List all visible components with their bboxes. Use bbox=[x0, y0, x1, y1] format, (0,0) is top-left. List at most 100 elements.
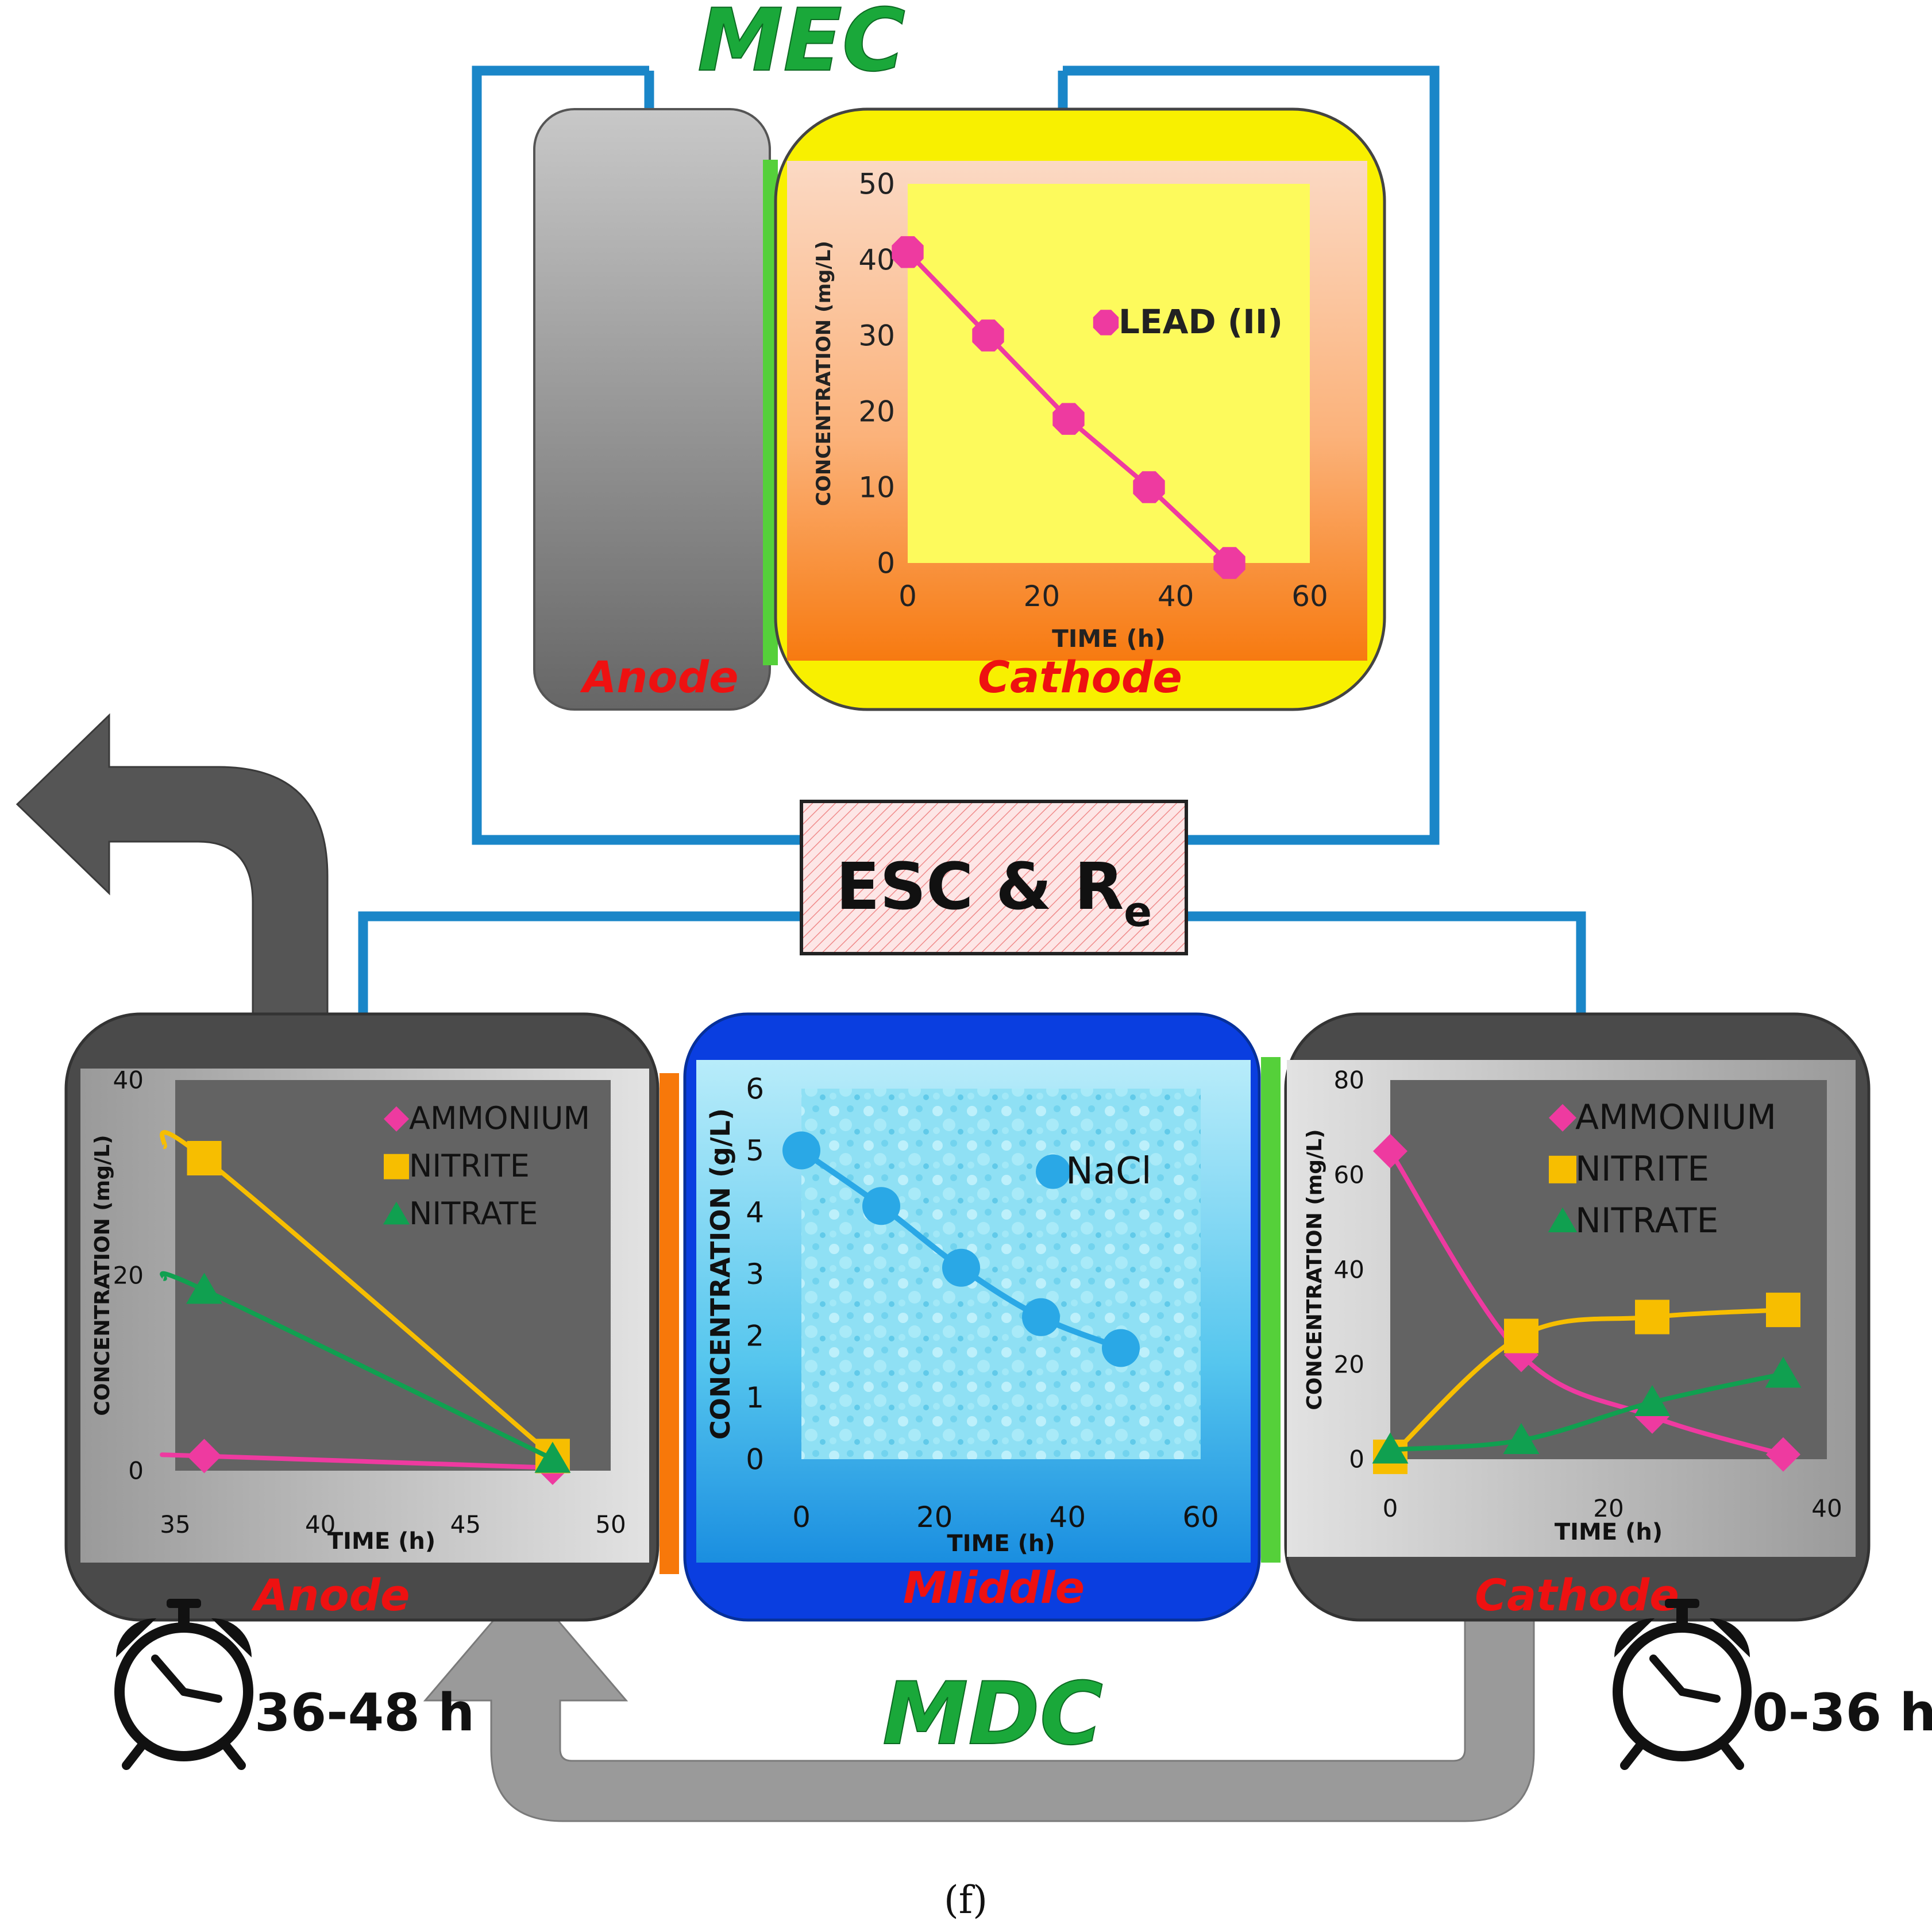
data-point-nacl bbox=[1022, 1298, 1060, 1336]
mec-title: MEC bbox=[697, 0, 905, 91]
esc-label-subscript: e bbox=[1124, 888, 1152, 936]
y-tick-label: 2 bbox=[746, 1320, 764, 1353]
data-point-nacl bbox=[782, 1131, 820, 1170]
y-tick-label: 0 bbox=[1349, 1445, 1364, 1474]
data-point-nitrate bbox=[534, 1441, 571, 1473]
mec-wire-right bbox=[1063, 65, 1440, 845]
recirculation-arrow bbox=[423, 1581, 1535, 1822]
y-axis-label: CONCENTRATION (g/L) bbox=[705, 1108, 736, 1440]
y-tick-label: 60 bbox=[1334, 1161, 1364, 1189]
x-tick-label: 20 bbox=[916, 1501, 953, 1534]
figure-caption: (f) bbox=[944, 1878, 988, 1922]
data-point-nitrite bbox=[1504, 1318, 1538, 1353]
legend-marker bbox=[1036, 1154, 1070, 1189]
data-point-nacl bbox=[942, 1248, 980, 1287]
exit-arrow bbox=[16, 713, 329, 1018]
legend-label: NaCl bbox=[1066, 1150, 1152, 1193]
data-point-nitrite bbox=[1635, 1299, 1669, 1335]
legend-label: NITRATE bbox=[1575, 1201, 1718, 1241]
x-tick-label: 45 bbox=[450, 1510, 481, 1538]
mec-wire-left bbox=[472, 65, 801, 845]
mdc-anion-membrane bbox=[660, 1073, 679, 1574]
mdc-wire-left bbox=[358, 911, 801, 1014]
data-point-ammonium bbox=[1373, 1133, 1407, 1169]
esc-label-main: ESC & R bbox=[836, 850, 1124, 924]
y-tick-label: 20 bbox=[113, 1262, 144, 1290]
mdc-anode-plot-area bbox=[175, 1080, 611, 1471]
mdc-wire-right bbox=[1186, 911, 1586, 1014]
y-axis-label: CONCENTRATION (mg/L) bbox=[91, 1135, 114, 1416]
mec-anode-chamber bbox=[533, 108, 771, 711]
mec-plot-area bbox=[908, 184, 1310, 563]
data-point-nitrate bbox=[1372, 1432, 1409, 1464]
y-tick-label: 0 bbox=[128, 1457, 144, 1485]
series-line-nitrate bbox=[160, 1271, 554, 1461]
y-tick-label: 20 bbox=[1334, 1351, 1364, 1379]
data-point-ammonium bbox=[187, 1439, 222, 1474]
x-tick-label: 60 bbox=[1182, 1501, 1219, 1534]
series-line-ammonium bbox=[1388, 1150, 1784, 1457]
data-point-nitrate bbox=[1503, 1423, 1540, 1454]
data-point-nitrate bbox=[1765, 1356, 1802, 1388]
timer-left-label: 36-48 h bbox=[254, 1683, 475, 1743]
data-point-nitrite bbox=[1766, 1293, 1800, 1328]
mec-cathode-label: Cathode bbox=[978, 651, 1182, 703]
x-tick-label: 0 bbox=[1383, 1494, 1398, 1522]
legend-marker bbox=[1093, 310, 1119, 336]
data-point-lead-ii- bbox=[1213, 547, 1245, 579]
legend-label: AMMONIUM bbox=[1575, 1097, 1776, 1137]
series-line-nitrite bbox=[160, 1130, 554, 1458]
legend-label: NITRATE bbox=[409, 1196, 538, 1232]
series-line-nitrite bbox=[1389, 1308, 1784, 1459]
mdc-middle-label: MIiddle bbox=[903, 1562, 1085, 1613]
x-tick-label: 0 bbox=[898, 580, 917, 613]
legend-label: NITRITE bbox=[1575, 1149, 1709, 1189]
x-tick-label: 0 bbox=[792, 1501, 811, 1534]
y-tick-label: 0 bbox=[746, 1443, 764, 1476]
mdc-title: MDC bbox=[882, 1664, 1103, 1764]
y-tick-label: 40 bbox=[1334, 1256, 1364, 1284]
legend-label: AMMONIUM bbox=[409, 1100, 590, 1136]
x-tick-label: 60 bbox=[1291, 580, 1328, 613]
y-tick-label: 6 bbox=[746, 1073, 764, 1106]
y-tick-label: 3 bbox=[746, 1258, 764, 1291]
legend-marker bbox=[1549, 1104, 1576, 1132]
legend-marker bbox=[384, 1106, 409, 1132]
y-tick-label: 30 bbox=[858, 319, 895, 353]
alarm-clock-icon bbox=[1613, 1599, 1752, 1770]
data-point-nacl bbox=[862, 1187, 900, 1225]
mdc-anode-label: Anode bbox=[251, 1569, 410, 1621]
y-tick-label: 40 bbox=[858, 244, 895, 277]
esc-box bbox=[800, 800, 1188, 955]
mdc-middle-plot-area bbox=[801, 1089, 1201, 1459]
data-point-nitrate bbox=[1634, 1385, 1671, 1416]
alarm-clock-icon bbox=[114, 1599, 253, 1770]
x-tick-label: 50 bbox=[595, 1510, 626, 1538]
y-tick-label: 10 bbox=[858, 471, 895, 504]
x-axis-label: TIME (h) bbox=[1555, 1519, 1663, 1545]
timer-right-label: 0-36 h bbox=[1752, 1683, 1932, 1743]
mdc-cation-membrane bbox=[1261, 1057, 1281, 1563]
x-tick-label: 20 bbox=[1593, 1494, 1624, 1522]
mdc-cathode-label: Cathode bbox=[1475, 1569, 1679, 1621]
y-tick-label: 20 bbox=[858, 395, 895, 429]
data-point-ammonium bbox=[1766, 1437, 1800, 1472]
y-tick-label: 1 bbox=[746, 1381, 764, 1414]
legend-marker bbox=[383, 1201, 410, 1225]
timer-right: 0-36 h bbox=[1613, 1599, 1932, 1770]
data-point-lead-ii- bbox=[1052, 403, 1085, 435]
x-axis-label: TIME (h) bbox=[947, 1530, 1055, 1557]
x-tick-label: 35 bbox=[160, 1510, 190, 1538]
y-axis-label: CONCENTRATION (mg/L) bbox=[812, 241, 835, 506]
data-point-lead-ii- bbox=[972, 319, 1004, 352]
data-point-nacl bbox=[1102, 1329, 1140, 1367]
legend-marker bbox=[384, 1154, 409, 1179]
x-tick-label: 40 bbox=[1158, 580, 1194, 613]
x-axis-label: TIME (h) bbox=[327, 1528, 435, 1555]
y-tick-label: 4 bbox=[746, 1196, 764, 1229]
legend-marker bbox=[1549, 1155, 1576, 1183]
